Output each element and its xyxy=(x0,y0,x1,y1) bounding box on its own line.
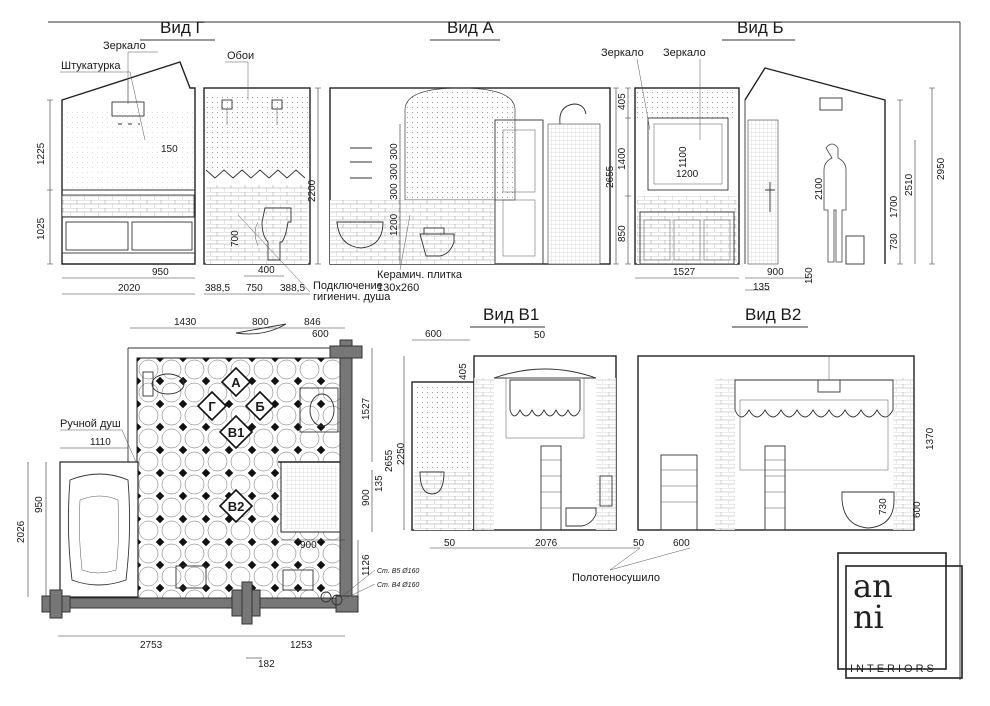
dim-b-1200: 1200 xyxy=(676,169,699,180)
label-hand-shower: Ручной душ xyxy=(60,418,121,430)
dim-p-900-a: 900 xyxy=(361,489,372,506)
svg-text:ni: ni xyxy=(853,598,884,636)
dim-v2-1370: 1370 xyxy=(925,427,936,450)
dim-b-2950: 2950 xyxy=(936,157,947,180)
dim-p-900-b: 900 xyxy=(300,540,317,551)
floor-plan: 1430 800 846 600 xyxy=(16,317,419,670)
dim-b-1400: 1400 xyxy=(617,147,628,170)
dim-b-2100: 2100 xyxy=(814,177,825,200)
svg-text:INTERIORS: INTERIORS xyxy=(850,663,937,675)
dim-p-182: 182 xyxy=(258,659,275,670)
label-shower-conn-2: гигиенич. душа xyxy=(313,291,391,303)
dim-a-300-b: 300 xyxy=(389,163,400,180)
svg-text:В2: В2 xyxy=(228,499,245,514)
dim-b-1527: 1527 xyxy=(673,267,696,278)
dim-g-400: 400 xyxy=(258,265,275,276)
dim-g-388-b: 388,5 xyxy=(280,283,305,294)
dim-a-300-a: 300 xyxy=(389,143,400,160)
label-tile-1: Керамич. плитка xyxy=(377,269,463,281)
dim-b-2510: 2510 xyxy=(904,173,915,196)
marker-b: Б xyxy=(244,390,276,422)
view-g-title: Вид Г xyxy=(160,18,205,37)
label-riser-1: Ст. В5 Ø160 xyxy=(377,568,419,575)
label-wallpaper: Обои xyxy=(227,50,254,62)
dim-p-800: 800 xyxy=(252,317,269,328)
dim-p-1126: 1126 xyxy=(361,554,372,576)
dim-v1-50-a: 50 xyxy=(444,538,456,549)
dim-v2-730: 730 xyxy=(878,498,889,515)
dim-p-135: 135 xyxy=(374,475,385,492)
label-mirror-b-2: Зеркало xyxy=(663,47,706,59)
view-a-title: Вид А xyxy=(447,18,494,37)
dim-p-950: 950 xyxy=(34,496,45,513)
dim-p-1527: 1527 xyxy=(361,397,372,420)
dim-v1-600: 600 xyxy=(425,329,442,340)
dim-p-1430: 1430 xyxy=(174,317,197,328)
svg-text:an: an xyxy=(853,567,893,605)
dim-p-846: 846 xyxy=(304,317,321,328)
dim-v1-2655: 2655 xyxy=(384,449,395,472)
dim-v1-50-b: 50 xyxy=(633,538,645,549)
svg-text:Б: Б xyxy=(255,399,264,414)
dim-v2-600: 600 xyxy=(912,501,923,518)
dim-b-730: 730 xyxy=(889,233,900,250)
dim-g-1225: 1225 xyxy=(36,142,47,165)
view-a: Вид А Керамич. плитка 130х260 300 300 30… xyxy=(329,18,619,294)
dim-g-700: 700 xyxy=(230,230,241,247)
svg-text:А: А xyxy=(231,375,241,390)
view-b-title: Вид Б xyxy=(737,18,784,37)
dim-p-2753: 2753 xyxy=(140,640,163,651)
view-g: Вид Г Зеркало Штукатурка Обои Подключени… xyxy=(36,18,391,303)
dim-b-900: 900 xyxy=(767,267,784,278)
view-v2-title: Вид В2 xyxy=(745,305,801,324)
view-v1: Вид В1 600 50 405 2655 2250 50 2076 50 6… xyxy=(384,305,690,584)
dim-p-600: 600 xyxy=(312,329,329,340)
sheet-frame xyxy=(48,21,961,680)
view-b: Вид Б Зеркало Зеркало 405 1400 850 1100 … xyxy=(601,18,947,293)
label-mirror-b-1: Зеркало xyxy=(601,47,644,59)
dim-b-1700: 1700 xyxy=(889,195,900,218)
label-tile-2: 130х260 xyxy=(377,282,419,294)
label-towel-dryer: Полотеносушило xyxy=(572,572,660,584)
dim-p-1253: 1253 xyxy=(290,640,313,651)
marker-v1: В1 xyxy=(218,414,254,450)
dim-g-2200: 2200 xyxy=(307,179,318,202)
label-shower-conn-1: Подключение xyxy=(313,280,383,292)
dim-g-750: 750 xyxy=(246,283,263,294)
dim-p-2026: 2026 xyxy=(16,520,27,543)
marker-g: Г xyxy=(196,390,228,422)
dim-g-150: 150 xyxy=(161,144,178,155)
dim-g-2020: 2020 xyxy=(118,283,141,294)
label-mirror-g: Зеркало xyxy=(103,40,146,52)
dim-a-300-c: 300 xyxy=(389,183,400,200)
dim-g-950: 950 xyxy=(152,267,169,278)
dim-b-850: 850 xyxy=(617,225,628,242)
marker-v2: В2 xyxy=(218,488,254,524)
marker-a: А xyxy=(220,366,252,398)
label-riser-2: Ст. В4 Ø160 xyxy=(377,582,419,589)
view-v2: Вид В2 1370 730 600 xyxy=(637,305,936,531)
anni-interiors-logo: an ni INTERIORS xyxy=(837,552,963,679)
dim-v1-600-b: 600 xyxy=(673,538,690,549)
dim-v1-2076: 2076 xyxy=(535,538,558,549)
dim-a-1200: 1200 xyxy=(389,213,400,236)
dim-v1-2250: 2250 xyxy=(396,442,407,465)
svg-text:В1: В1 xyxy=(228,425,245,440)
dim-v1-405: 405 xyxy=(458,363,469,380)
dim-a-2655: 2655 xyxy=(605,165,616,188)
dim-b-135: 135 xyxy=(753,282,770,293)
dim-b-1100: 1100 xyxy=(678,146,689,168)
label-plaster: Штукатурка xyxy=(61,60,121,72)
dim-b-405: 405 xyxy=(617,93,628,110)
dim-p-1110: 1110 xyxy=(90,437,111,448)
view-v1-title: Вид В1 xyxy=(483,305,539,324)
svg-text:Г: Г xyxy=(208,399,216,414)
dim-b-150: 150 xyxy=(804,267,815,284)
dim-g-1025: 1025 xyxy=(36,217,47,240)
dim-g-388-a: 388,5 xyxy=(205,283,230,294)
dim-v1-50-top: 50 xyxy=(534,330,546,341)
